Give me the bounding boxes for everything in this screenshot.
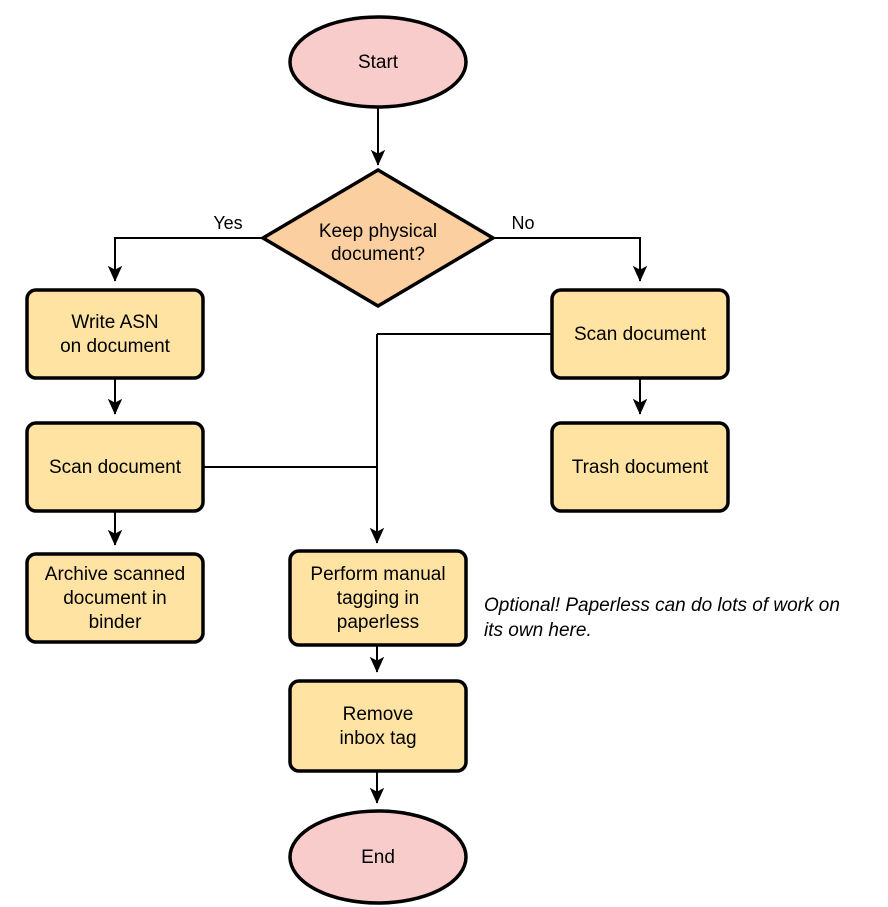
end-label: End <box>361 847 395 868</box>
decision-diamond-shape[interactable] <box>259 167 497 309</box>
scan-document-left-box-shape[interactable] <box>25 421 205 513</box>
tagging-label-line1: Perform manual <box>310 564 445 585</box>
scan-document-right-box-shape[interactable] <box>550 288 730 380</box>
archive-box-shape[interactable] <box>25 552 205 644</box>
end-ellipse-shape[interactable] <box>288 809 468 905</box>
tagging-label-line3: paperless <box>337 612 419 633</box>
trash-document-label: Trash document <box>572 457 709 478</box>
remove-inbox-label-line1: Remove <box>343 704 414 725</box>
remove-inbox-box-shape[interactable] <box>288 679 468 773</box>
archive-label-line2: document in <box>63 588 167 609</box>
edge-decision-yes-to-write-asn <box>107 237 262 282</box>
tagging-label-line2: tagging in <box>337 588 419 609</box>
write-asn-label-line1: Write ASN <box>71 312 158 333</box>
decision-label-line1: Keep physical <box>319 221 437 242</box>
trash-document-box-shape[interactable] <box>550 421 730 513</box>
node-start[interactable]: Start <box>288 15 468 109</box>
archive-label-line3: binder <box>89 612 142 633</box>
archive-label-line1: Archive scanned <box>45 564 185 585</box>
write-asn-box-shape[interactable] <box>25 288 205 380</box>
node-write-asn-on-document[interactable]: Write ASN on document <box>25 288 205 380</box>
edge-label-no: No <box>511 213 534 233</box>
decision-label-line2: document? <box>331 244 425 265</box>
node-scan-document-left[interactable]: Scan document <box>25 421 205 513</box>
node-archive-scanned-document[interactable]: Archive scanned document in binder <box>25 552 205 644</box>
write-asn-label-line2: on document <box>60 336 171 357</box>
node-remove-inbox-tag[interactable]: Remove inbox tag <box>288 679 468 773</box>
optional-note-line2: its own here. <box>484 620 592 641</box>
connector-layer <box>107 108 648 804</box>
node-end[interactable]: End <box>288 809 468 905</box>
remove-inbox-label-line2: inbox tag <box>339 728 416 749</box>
start-ellipse-shape[interactable] <box>288 15 468 109</box>
edge-decision-no-to-scan-right <box>493 237 648 282</box>
start-label: Start <box>358 52 399 73</box>
scan-document-right-label: Scan document <box>574 324 707 345</box>
edge-label-yes: Yes <box>213 213 242 233</box>
node-trash-document[interactable]: Trash document <box>550 421 730 513</box>
annotation-optional-note: Optional! Paperless can do lots of work … <box>484 595 840 641</box>
scan-document-left-label: Scan document <box>49 457 182 478</box>
node-decision-keep-physical-document[interactable]: Keep physical document? <box>259 167 497 309</box>
node-perform-manual-tagging[interactable]: Perform manual tagging in paperless <box>288 549 468 647</box>
optional-note-line1: Optional! Paperless can do lots of work … <box>484 595 840 616</box>
node-scan-document-right[interactable]: Scan document <box>550 288 730 380</box>
edge-label-layer: Yes No <box>213 213 534 233</box>
tagging-box-shape[interactable] <box>288 549 468 647</box>
